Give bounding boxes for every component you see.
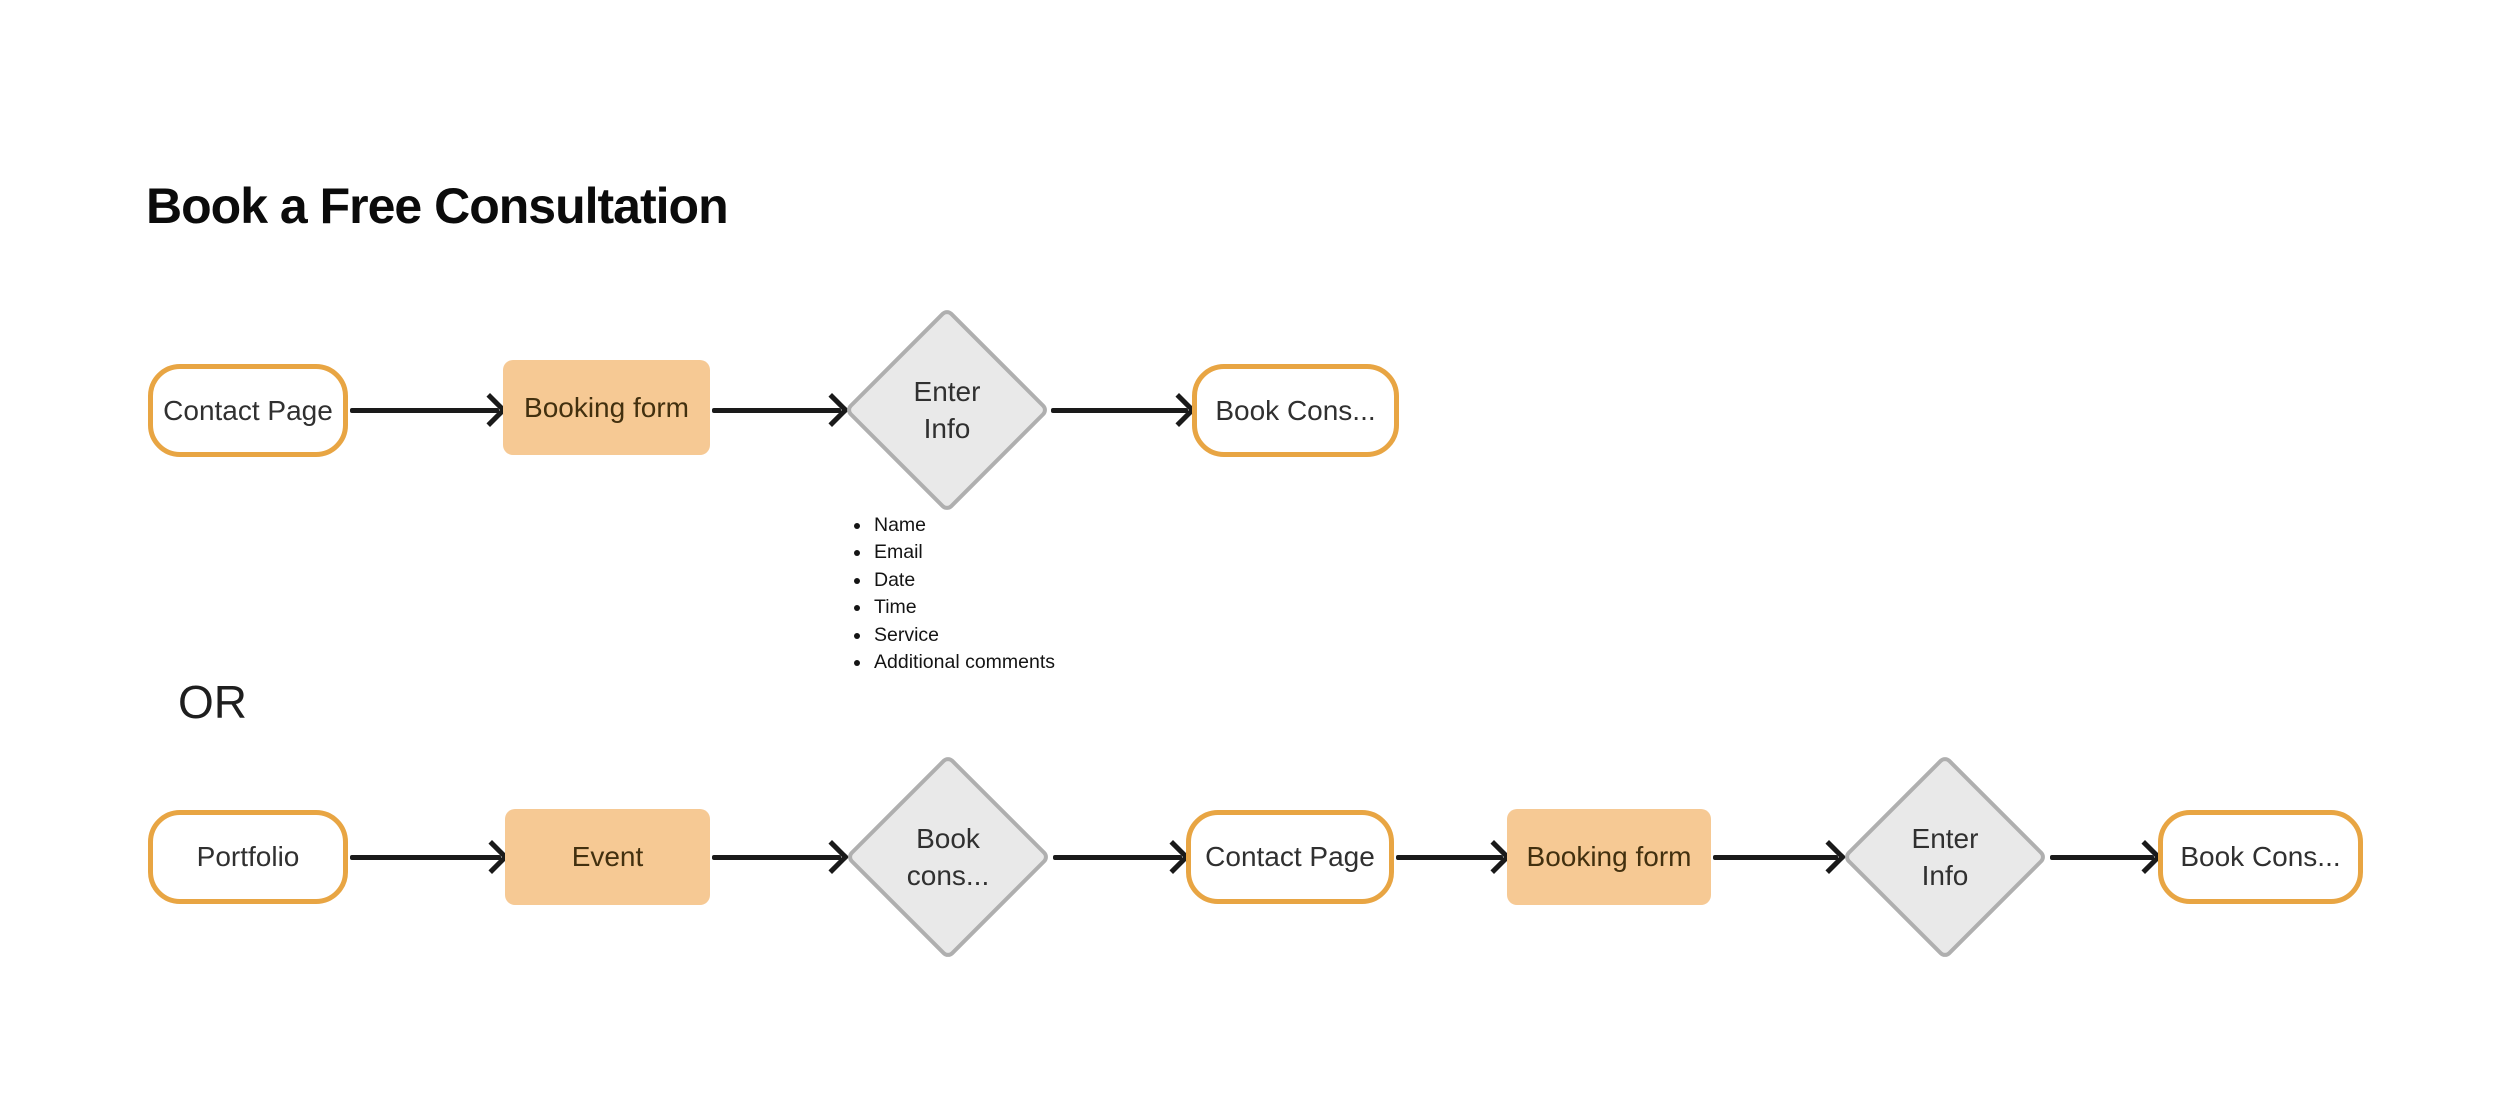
arrow-line [350,854,501,860]
node-portfolio[interactable]: Portfolio [148,810,348,904]
annotation-item: Time [872,594,1055,621]
arrowhead-icon [473,393,507,427]
node-book-consultation-2[interactable]: Book Cons... [2158,810,2363,904]
node-label: Contact Page [163,394,333,426]
arrow-line [2050,854,2154,860]
arrow-line [350,407,499,413]
node-event[interactable]: Event [505,809,710,905]
arrowhead-icon [475,840,509,874]
node-label: Booking form [524,391,689,423]
annotation-item: Additional comments [872,649,1055,676]
arrow-connector[interactable] [1053,835,1190,879]
arrow-line [712,854,841,860]
arrow-connector[interactable] [1713,835,1846,879]
or-label: OR [178,676,247,728]
arrow-connector[interactable] [1396,835,1511,879]
decision-annotation-list: NameEmailDateTimeServiceAdditional comme… [846,512,1055,676]
node-booking-form[interactable]: Booking form [503,360,710,455]
arrowhead-icon [1156,840,1190,874]
arrow-line [1396,854,1503,860]
arrow-connector[interactable] [2050,835,2162,879]
arrow-line [712,407,841,413]
arrow-connector[interactable] [1051,388,1196,432]
annotation-item: Name [872,512,1055,539]
node-book-consultation[interactable]: Book Cons... [1192,364,1399,457]
node-label: Contact Page [1205,841,1375,872]
node-contact-page[interactable]: Contact Page [148,364,348,457]
arrow-connector[interactable] [712,835,849,879]
arrowhead-icon [2128,840,2162,874]
arrow-line [1051,407,1188,413]
node-label: Booking form [1526,841,1692,872]
arrow-line [1713,854,1838,860]
diagram-title: Book a Free Consultation [146,177,729,234]
annotation-item: Service [872,622,1055,649]
arrowhead-icon [1477,840,1511,874]
node-label: Book Cons... [2180,841,2341,872]
arrow-connector[interactable] [712,388,849,432]
arrow-connector[interactable] [350,388,507,432]
arrow-line [1053,854,1182,860]
node-contact-page-2[interactable]: Contact Page [1186,810,1394,904]
arrowhead-icon [1162,393,1196,427]
node-label: Portfolio [196,841,300,872]
annotation-item: Date [872,567,1055,594]
node-label: Event [571,841,644,872]
node-booking-form-2[interactable]: Booking form [1507,809,1711,905]
annotation-item: Email [872,539,1055,566]
arrow-connector[interactable] [350,835,509,879]
node-label: Book Cons... [1215,394,1376,426]
